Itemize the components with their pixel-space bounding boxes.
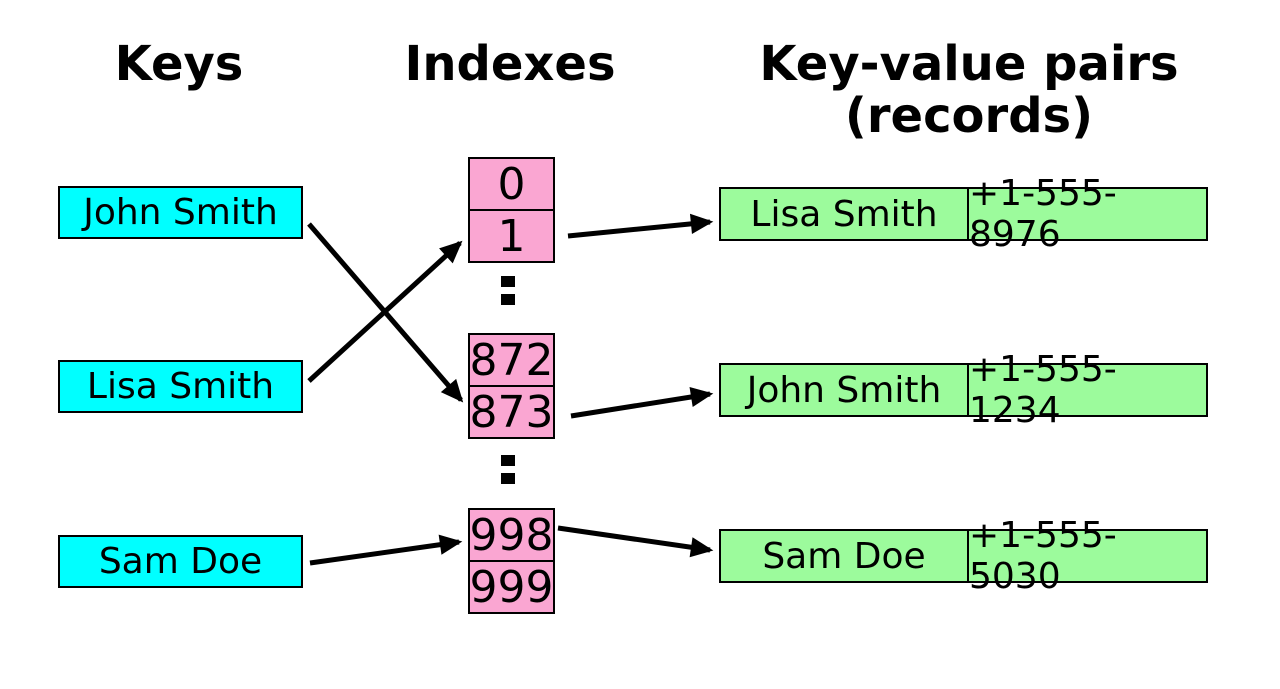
arrow-index-998-to-sam-record (557, 525, 714, 558)
key-box-john-smith: John Smith (58, 186, 303, 239)
ellipsis-dots-icon (501, 455, 515, 484)
arrow-index-1-to-lisa-record (567, 213, 714, 239)
record-phone: +1-555-5030 (967, 515, 1206, 597)
record-lisa-smith: Lisa Smith +1-555-8976 (719, 173, 1208, 255)
arrow-index-873-to-john-record (570, 386, 714, 419)
records-heading-line1: Key-value pairs (759, 36, 1179, 92)
key-box-sam-doe: Sam Doe (58, 535, 303, 588)
ellipsis-dots-icon (501, 276, 515, 305)
record-name: John Smith (746, 369, 942, 411)
record-phone: +1-555-8976 (967, 173, 1206, 255)
record-john-smith: John Smith +1-555-1234 (719, 349, 1208, 431)
index-cell-873: 873 (468, 385, 555, 439)
record-sam-doe: Sam Doe +1-555-5030 (719, 515, 1208, 597)
records-heading-line2: (records) (844, 88, 1094, 144)
record-phone: +1-555-1234 (967, 349, 1206, 431)
key-box-lisa-smith: Lisa Smith (58, 360, 303, 413)
index-cell-998: 998 (468, 508, 555, 562)
indexes-heading: Indexes (404, 36, 616, 92)
index-cell-0: 0 (468, 157, 555, 211)
record-name: Sam Doe (762, 535, 926, 577)
record-name: Lisa Smith (750, 193, 938, 235)
index-cell-1: 1 (468, 209, 555, 263)
keys-heading: Keys (114, 36, 244, 92)
arrow-sam-key-to-index-998 (309, 534, 463, 566)
records-heading: Key-value pairs (records) (714, 38, 1224, 142)
index-cell-872: 872 (468, 333, 555, 387)
index-group-top: 0 1 (468, 157, 555, 263)
arrow-john-key-to-index-873 (307, 222, 464, 403)
index-group-middle: 872 873 (468, 333, 555, 439)
key-label: Sam Doe (98, 541, 263, 582)
arrow-lisa-key-to-index-1 (307, 240, 463, 383)
index-cell-999: 999 (468, 560, 555, 614)
key-label: John Smith (83, 192, 278, 233)
key-label: Lisa Smith (86, 366, 275, 407)
index-group-bottom: 998 999 (468, 508, 555, 614)
